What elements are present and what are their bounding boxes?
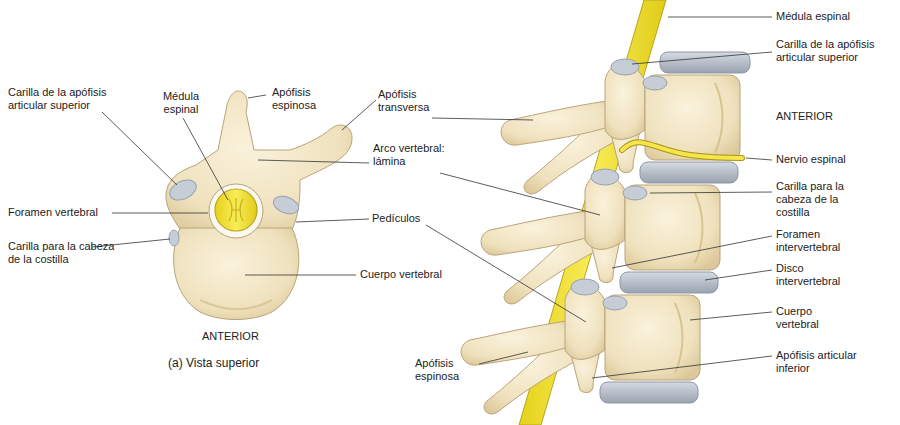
part-label: Médula espinal bbox=[152, 90, 210, 116]
part-label: Carilla de la apófisis articular superio… bbox=[8, 86, 133, 112]
part-label: Apófisis transversa bbox=[378, 88, 448, 114]
part-label: Apófisis espinosa bbox=[272, 86, 334, 112]
superior-view bbox=[166, 91, 352, 320]
part-label: Carilla para la cabeza de la costilla bbox=[8, 240, 128, 266]
orientation-label: ANTERIOR bbox=[202, 330, 272, 343]
part-label: Apófisis espinosa bbox=[415, 357, 477, 383]
part-label: Pedículos bbox=[372, 212, 442, 225]
part-label: Arco vertebral: lámina bbox=[373, 142, 465, 168]
leader-lines bbox=[92, 17, 772, 378]
part-label: Foramen vertebral bbox=[8, 206, 112, 219]
part-label: Foramen intervertebral bbox=[776, 228, 860, 254]
part-label: Cuerpo vertebral bbox=[360, 268, 460, 281]
part-label: Disco intervertebral bbox=[776, 262, 860, 288]
part-label: Carilla de la apófisis articular superio… bbox=[776, 38, 894, 64]
part-label: Nervio espinal bbox=[776, 153, 876, 166]
part-label: Médula espinal bbox=[776, 10, 886, 23]
orientation-label: ANTERIOR bbox=[776, 110, 846, 123]
lateral-view bbox=[461, 0, 750, 425]
part-label: Carilla para la cabeza de la costilla bbox=[776, 180, 860, 219]
part-label: Cuerpo vertebral bbox=[776, 305, 838, 331]
part-label: Apófisis articular inferior bbox=[776, 349, 880, 375]
view-caption: (a) Vista superior bbox=[168, 356, 259, 370]
